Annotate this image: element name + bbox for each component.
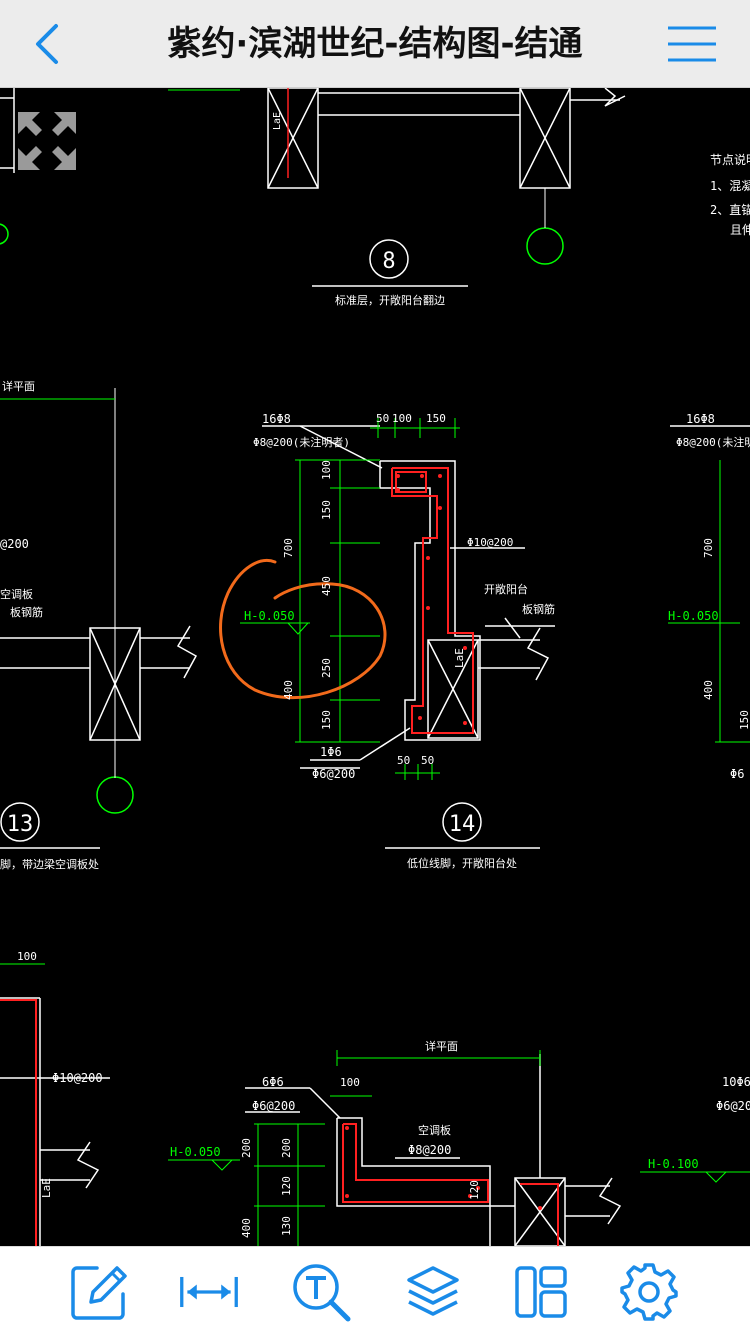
phi6-200-bottom: Φ6@200 bbox=[252, 1099, 295, 1113]
stirrup-left: @200 bbox=[0, 537, 29, 551]
pencil-edit-icon bbox=[71, 1266, 127, 1320]
drawing-canvas[interactable]: 8 标准层，开敞阳台翻边 LaE 节点说明 1、混凝土 2、直锚钢 且伸至 13… bbox=[0, 88, 750, 1246]
dim-v400b: 400 bbox=[240, 1218, 253, 1238]
stirrup-8-200: Φ8@200(未注明者) bbox=[253, 435, 350, 449]
dim-v120a: 120 bbox=[280, 1176, 293, 1196]
dim-v200a: 200 bbox=[240, 1138, 253, 1158]
edit-button[interactable] bbox=[68, 1261, 130, 1323]
column-box bbox=[267, 88, 319, 189]
dim-50: 50 bbox=[376, 412, 389, 425]
lae-top-label: LaE bbox=[272, 112, 283, 130]
banjin-left: 板钢筋 bbox=[10, 605, 43, 619]
page-title: 紫约·滨湖世纪-结构图-结通 bbox=[167, 24, 583, 64]
detail-13-number: 13 bbox=[7, 812, 34, 837]
layers-button[interactable] bbox=[402, 1261, 464, 1323]
kongtiaoban-left: 空调板 bbox=[0, 587, 33, 601]
dim-100: 100 bbox=[392, 412, 412, 425]
hamburger-menu-icon bbox=[668, 26, 716, 62]
banjin-label: 板钢筋 bbox=[522, 602, 555, 616]
elevation-left: H-0.050 bbox=[244, 609, 295, 623]
phi10-200-bottom-left: Φ10@200 bbox=[52, 1071, 103, 1085]
dim-v120b: 120 bbox=[468, 1180, 481, 1200]
dim-v400: 400 bbox=[282, 680, 295, 700]
menu-button[interactable] bbox=[664, 22, 720, 66]
dim-150: 150 bbox=[426, 412, 446, 425]
top-bar: 紫约·滨湖世纪-结构图-结通 bbox=[0, 0, 750, 88]
detail-13-caption: 脚，带边梁空调板处 bbox=[0, 857, 99, 871]
phi8-200-bottom: Φ8@200 bbox=[408, 1143, 451, 1157]
bar-16-8-right: 16Φ8 bbox=[686, 412, 715, 426]
dim-v700: 700 bbox=[282, 538, 295, 558]
note-title: 节点说明 bbox=[710, 152, 750, 167]
dim-v130: 130 bbox=[280, 1216, 293, 1236]
dim-v400-right: 400 bbox=[702, 680, 715, 700]
dim100-bottom: 100 bbox=[340, 1076, 360, 1089]
settings-button[interactable] bbox=[618, 1261, 680, 1323]
detail-8-number: 8 bbox=[382, 249, 395, 274]
lae-label: LaE bbox=[453, 648, 466, 668]
layers-icon bbox=[407, 1266, 459, 1316]
dim100-bottom-left: 100 bbox=[17, 950, 37, 963]
layout-button[interactable] bbox=[510, 1261, 572, 1323]
text-search-button[interactable] bbox=[290, 1261, 352, 1323]
fullscreen-button[interactable] bbox=[14, 108, 80, 174]
note-line1: 1、混凝土 bbox=[710, 178, 750, 193]
bar-16-8: 16Φ8 bbox=[262, 412, 291, 426]
gear-icon bbox=[620, 1263, 678, 1321]
dim-v250: 250 bbox=[320, 658, 333, 678]
dim-v100: 100 bbox=[320, 460, 333, 480]
cad-drawing: 8 标准层，开敞阳台翻边 LaE 节点说明 1、混凝土 2、直锚钢 且伸至 13… bbox=[0, 88, 750, 1246]
phi6-right: Φ6 bbox=[730, 767, 744, 781]
elevation-bottom-right: H-0.100 bbox=[648, 1157, 699, 1171]
elevation-right: H-0.050 bbox=[668, 609, 719, 623]
measure-distance-icon bbox=[180, 1276, 238, 1308]
dim-v700-right: 700 bbox=[702, 538, 715, 558]
chevron-left-icon bbox=[36, 24, 58, 64]
note-line3: 且伸至 bbox=[730, 223, 750, 237]
phi6-200: Φ6@200 bbox=[312, 767, 355, 781]
dim-v150: 150 bbox=[320, 500, 333, 520]
xiangpingmian-bottom: 详平面 bbox=[425, 1039, 458, 1053]
dim-d50b: 50 bbox=[421, 754, 434, 767]
detail-14-caption: 低位线脚，开敞阳台处 bbox=[407, 856, 517, 870]
dim-v150-right: 150 bbox=[738, 710, 750, 730]
bottom-toolbar bbox=[0, 1246, 750, 1334]
detail-14-number: 14 bbox=[449, 812, 476, 837]
phi6-200-bottom-right: Φ6@20 bbox=[716, 1099, 750, 1113]
stirrup-8-200-right: Φ8@200(未注明者) bbox=[676, 435, 750, 449]
phi10-200: Φ10@200 bbox=[467, 536, 513, 549]
layout-panels-icon bbox=[515, 1266, 567, 1318]
kongtiaoban-label: 空调板 bbox=[418, 1123, 451, 1137]
dim-d50a: 50 bbox=[397, 754, 410, 767]
bar-10-6: 10Φ6 bbox=[722, 1075, 750, 1089]
bar-6-6: 6Φ6 bbox=[262, 1075, 284, 1089]
kaichang-yangtai: 开敞阳台 bbox=[484, 582, 528, 596]
expand-arrows-icon bbox=[18, 112, 76, 170]
one-phi6: 1Φ6 bbox=[320, 745, 342, 759]
text-search-icon bbox=[293, 1264, 351, 1322]
xiangpingmian-left: 详平面 bbox=[2, 379, 35, 393]
back-button[interactable] bbox=[22, 18, 72, 70]
elevation-bottom-left: H-0.050 bbox=[170, 1145, 221, 1159]
detail-8-caption: 标准层，开敞阳台翻边 bbox=[335, 293, 445, 307]
dim-v150b: 150 bbox=[320, 710, 333, 730]
dim-v200b: 200 bbox=[280, 1138, 293, 1158]
lae-bottom: LaE bbox=[40, 1178, 53, 1198]
measure-button[interactable] bbox=[178, 1261, 240, 1323]
dim-v450: 450 bbox=[320, 576, 333, 596]
note-line2: 2、直锚钢 bbox=[710, 202, 750, 217]
